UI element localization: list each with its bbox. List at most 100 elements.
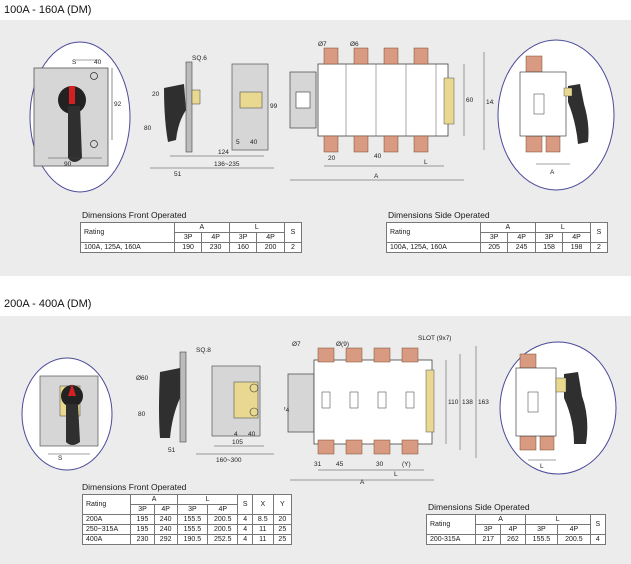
cell: 200.5 [207,524,239,535]
cell: 2 [283,242,303,253]
th-3p: 3P [475,524,502,535]
dim-51b: 51 [168,447,176,454]
cell: 252.5 [207,534,239,545]
th-s: S [283,222,303,243]
dim-99: 99 [270,103,278,110]
cell: 155.5 [524,534,559,545]
cell: 200.5 [207,514,239,525]
dim-5: 5 [236,139,240,146]
cell: 200.5 [557,534,591,545]
cell: 4 [237,524,253,535]
table-row: 200-315A 217 262 155.5 200.5 4 [425,534,607,545]
table-row: 100A, 125A, 160A 205 245 158 198 2 [386,242,609,253]
dim-142: 142 [486,99,494,106]
th-l: L [176,494,239,505]
cell: 200-315A [425,534,477,545]
table-row: 400A 230 292 190.5 252.5 4 11 25 [81,534,293,545]
cell: 195 [130,514,155,525]
dim-l-side: L [540,463,544,470]
dim-a2: A [360,479,365,484]
cell: 4 [237,534,253,545]
dim-40b: 40 [250,139,258,146]
dim-20b: 20 [328,155,336,162]
cell: 160 [228,242,258,253]
cell: 190 [173,242,203,253]
dim-45: 45 [336,461,344,468]
front-table-caption-1: Dimensions Front Operated [82,210,187,220]
side-table-2: Rating A L S 3P 4P 3P 4P 200-315A 217 26… [425,514,607,545]
cell: 100A, 125A, 160A [386,242,481,253]
cell: 190.5 [176,534,209,545]
dim-40d: 40 [248,431,256,438]
front-table-caption-2: Dimensions Front Operated [82,482,187,492]
th-l: L [534,222,591,233]
cell: 250~315A [81,524,132,535]
side-handle-detail-1: A [497,39,615,191]
dim-30: 30 [376,461,384,468]
th-4p: 4P [507,232,536,243]
switch-body-2: 74 Ø7 Ø(9) SLOT (9x7) 110 138 163 31 45 … [284,335,489,484]
dim-124: 124 [218,149,229,156]
dim-phi7b: Ø7 [292,341,301,348]
cell: 25 [272,534,293,545]
th-y: Y [272,494,293,515]
th-3p: 3P [130,504,155,515]
cell: 2 [589,242,609,253]
dim-sq6: SQ.6 [192,55,207,62]
th-4p: 4P [562,232,591,243]
cell: 292 [153,534,178,545]
dim-80: 80 [144,125,152,132]
side-view-2: SQ.8 Ø60 80 51 105 160~300 4 40 [136,347,274,464]
th-3p: 3P [173,232,203,243]
dim-138: 138 [462,399,473,406]
dim-136: 136~235 [214,161,240,168]
dim-a-side: A [550,169,555,176]
cell: 245 [507,242,536,253]
cell: 11 [251,534,274,545]
cell: 8.5 [251,514,274,525]
th-4p: 4P [153,504,178,515]
th-a: A [130,494,178,505]
switch-body-1: Ø7 Ø6 142 60 20 40 L A [289,41,494,181]
side-view-1: SQ.6 80 20 51 124 136~235 99 5 40 [144,55,278,178]
side-table-caption-2: Dimensions Side Operated [428,502,530,512]
dim-l: L [424,159,428,166]
front-handle-detail-2: S [21,357,113,471]
th-4p: 4P [207,504,239,515]
cell: 205 [479,242,509,253]
th-l: L [228,222,285,233]
th-l: L [524,514,591,525]
dim-s2: S [58,455,63,462]
th-4p: 4P [557,524,591,535]
cell: 4 [589,534,607,545]
dim-160: 160~300 [216,457,242,464]
cell: 25 [272,524,293,535]
cell: 217 [475,534,502,545]
cell: 230 [130,534,155,545]
th-4p: 4P [500,524,526,535]
dim-92: 92 [114,101,122,108]
dim-80b: 80 [138,411,146,418]
table-row: 100A, 125A, 160A 190 230 160 200 2 [80,242,303,253]
th-a: A [475,514,526,525]
th-s: S [237,494,253,515]
cell: 198 [562,242,591,253]
th-s: S [589,222,609,243]
cell: 195 [130,524,155,535]
th-rating: Rating [80,222,175,243]
cell: 155.5 [176,514,209,525]
th-x: X [251,494,274,515]
th-a: A [173,222,230,233]
th-4p: 4P [201,232,230,243]
cell: 155.5 [176,524,209,535]
dim-74: 74 [284,407,290,414]
dim-20: 20 [152,91,160,98]
cell: 20 [272,514,293,525]
cell: 100A, 125A, 160A [80,242,175,253]
dim-sq8: SQ.8 [196,347,211,354]
dim-110: 110 [448,399,459,406]
dim-phi9: Ø(9) [336,341,349,348]
front-table-1: Rating A L S 3P 4P 3P 4P 100A, 125A, 160… [80,222,303,253]
cell: 240 [153,514,178,525]
th-3p: 3P [176,504,209,515]
